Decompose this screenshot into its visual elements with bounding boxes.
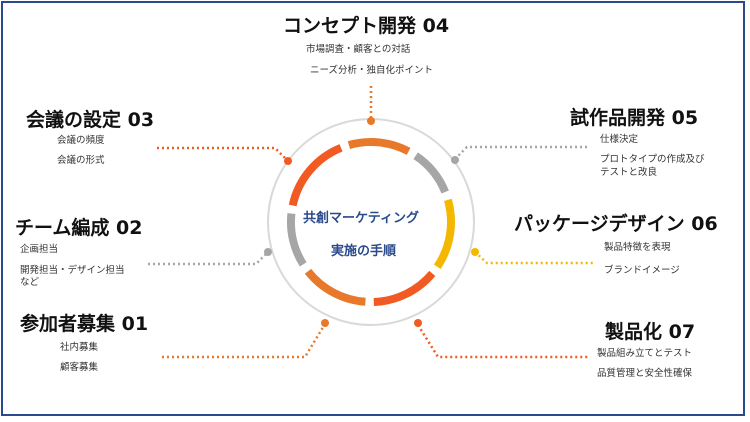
step-02-note-2: 開発担当・デザイン担当 bbox=[20, 265, 125, 276]
step-05-note-2: プロトタイプの作成及び bbox=[600, 154, 705, 165]
step-07-note-2: 品質管理と安全性確保 bbox=[597, 368, 693, 379]
step-06-title: パッケージデザイン 06 bbox=[514, 213, 718, 235]
step-06-note-2: ブランドイメージ bbox=[604, 265, 680, 276]
center-title-line1: 共創マーケティング bbox=[303, 211, 419, 226]
step-03-note-1: 会議の頻度 bbox=[57, 135, 105, 146]
connector-03 bbox=[157, 146, 292, 165]
dot-06 bbox=[471, 248, 479, 256]
dot-04 bbox=[367, 117, 375, 125]
step-02-title: チーム編成 02 bbox=[15, 217, 143, 239]
ring-segment-top-left bbox=[288, 144, 343, 207]
step-07-note-1: 製品組み立てとテスト bbox=[597, 348, 693, 359]
step-01-title: 参加者募集 01 bbox=[20, 313, 149, 335]
step-04-note-2: ニーズ分析・独自化ポイント bbox=[310, 65, 434, 76]
step-07-title: 製品化 07 bbox=[605, 321, 696, 343]
step-01-note-2: 顧客募集 bbox=[60, 362, 99, 373]
step-04-note-1: 市場調査・顧客との対話 bbox=[306, 44, 411, 55]
step-02-note-3: など bbox=[20, 277, 40, 288]
ring-segment-right bbox=[433, 198, 455, 269]
dot-05 bbox=[451, 156, 459, 164]
step-05-title: 試作品開発 05 bbox=[570, 107, 699, 129]
step-02-note-1: 企画担当 bbox=[20, 244, 59, 255]
connector-05 bbox=[451, 145, 588, 164]
connector-04 bbox=[367, 86, 375, 125]
step-01-note-1: 社内募集 bbox=[60, 342, 99, 353]
diagram-frame bbox=[1, 1, 745, 416]
center-title-line2: 実施の手順 bbox=[331, 244, 397, 259]
step-03-title: 会議の設定 03 bbox=[26, 109, 155, 131]
dot-07 bbox=[414, 319, 422, 327]
dot-01 bbox=[321, 319, 329, 327]
connector-07 bbox=[414, 319, 590, 359]
dot-03 bbox=[284, 157, 292, 165]
ring-segment-top-right bbox=[413, 152, 449, 194]
connector-02 bbox=[148, 248, 272, 266]
step-03-note-2: 会議の形式 bbox=[57, 155, 105, 166]
step-05-note-1: 仕様決定 bbox=[600, 134, 639, 145]
connector-01 bbox=[162, 319, 329, 359]
segmented-ring bbox=[286, 138, 455, 306]
step-05-note-3: テストと改良 bbox=[600, 167, 658, 178]
step-04-title: コンセプト開発 04 bbox=[283, 15, 450, 37]
ring-segment-bottom-right bbox=[373, 270, 436, 306]
dot-02 bbox=[264, 248, 272, 256]
connector-06 bbox=[471, 248, 593, 265]
ring-segment-top bbox=[347, 138, 411, 155]
step-06-note-1: 製品特徴を表現 bbox=[604, 242, 671, 253]
ring-segment-bottom bbox=[304, 268, 366, 306]
ring-segment-left bbox=[286, 213, 307, 267]
